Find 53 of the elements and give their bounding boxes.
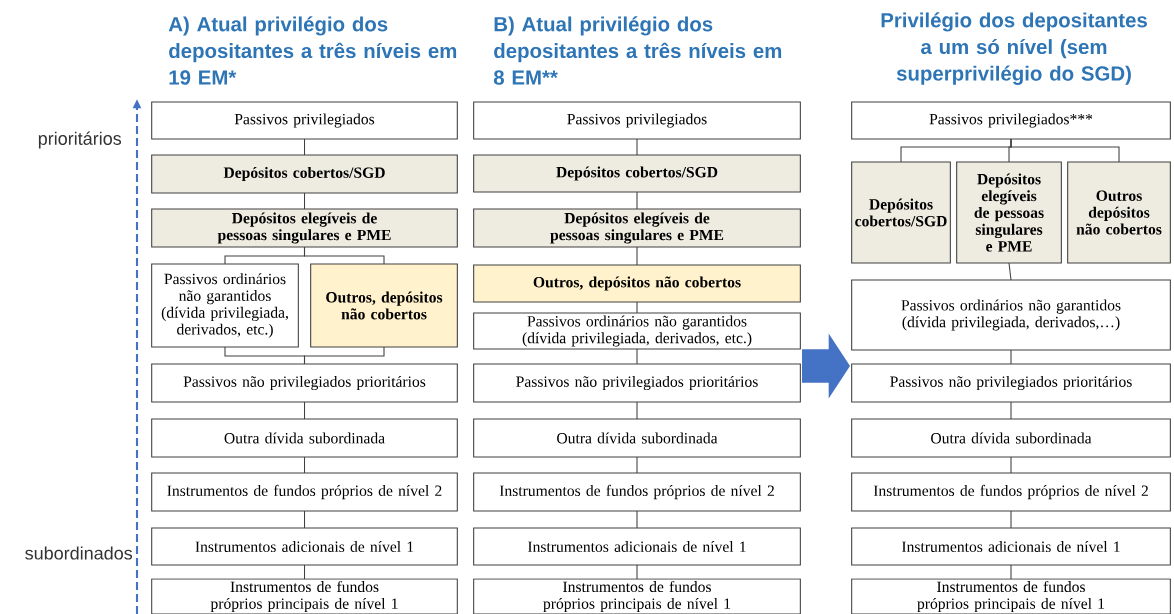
column-heading: Privilégio dos depositantes a um só nível (sem superprivilégio do SGD) xyxy=(881,12,1147,85)
tier-box: Passivos ordinários não garantidos (dívida privilegiada, derivados, etc.) xyxy=(473,312,801,350)
connector-line xyxy=(1010,510,1012,529)
tier-box: Instrumentos adicionais de nível 1 xyxy=(151,527,458,566)
tier-box: Outra dívida subordinada xyxy=(851,418,1171,458)
connector-line xyxy=(1010,138,1120,163)
tier-box: Outros, depósitos não cobertos xyxy=(473,264,801,303)
connector-line xyxy=(636,510,638,529)
connector-line xyxy=(1010,456,1012,474)
tier-box: Instrumentos de fundos próprios principais de nível 1 xyxy=(851,578,1171,614)
tier-box: Instrumentos de fundos próprios principais de nível 1 xyxy=(473,578,801,614)
connector-line xyxy=(636,191,638,210)
connector-line xyxy=(636,301,638,314)
column-heading: A) Atual privilégio dos depositantes a três níveis em 19 EM* xyxy=(168,16,457,85)
tier-box: Passivos privilegiados xyxy=(151,101,458,140)
tier-box: Passivos privilegiados xyxy=(473,101,801,140)
connector-line xyxy=(1008,262,1012,281)
tier-box: Passivos não privilegiados prioritários xyxy=(151,363,458,403)
tier-box: Passivos ordinários não garantidos (dívida privilegiada, derivados,…) xyxy=(851,279,1171,351)
tier-box: Outros depósitos não cobertos xyxy=(1067,161,1171,264)
connector-line xyxy=(1010,564,1012,580)
tier-box: Instrumentos de fundos próprios de nível 2 xyxy=(151,472,458,512)
tier-box: Passivos não privilegiados prioritários xyxy=(851,363,1171,403)
tier-box: Depósitos elegíveis de pessoas singulares e PME xyxy=(473,208,801,248)
connector-line xyxy=(636,138,638,156)
tier-box: Depósitos elegíveis de pessoas singulares e PME xyxy=(151,208,458,248)
tier-box: Depósitos cobertos/SGD xyxy=(851,161,951,264)
tier-box: Instrumentos de fundos próprios de nível 2 xyxy=(473,472,801,512)
tier-box: Outros, depósitos não cobertos xyxy=(310,263,458,348)
connector-line xyxy=(636,456,638,474)
tier-box: Outra dívida subordinada xyxy=(151,418,458,458)
tier-box: Depósitos cobertos/SGD xyxy=(473,154,801,193)
column-heading: B) Atual privilégio dos depositantes a três níveis em 8 EM** xyxy=(493,16,782,85)
axis-label: subordinados xyxy=(25,546,133,560)
tier-box: Outra dívida subordinada xyxy=(473,418,801,458)
tier-box: Instrumentos de fundos próprios de nível 2 xyxy=(851,472,1171,512)
axis-label: prioritários xyxy=(38,131,122,149)
tier-box: Passivos ordinários não garantidos (dívida privilegiada, derivados, etc.) xyxy=(151,263,299,348)
connector-line xyxy=(1010,349,1012,365)
connector-line xyxy=(636,348,638,365)
connector-line xyxy=(1010,401,1012,420)
connector-line xyxy=(636,564,638,580)
tier-box: Depósitos cobertos/SGD xyxy=(151,154,458,194)
tier-box: Depósitos elegíveis de pessoas singulares e PME xyxy=(956,161,1062,264)
tier-box: Instrumentos adicionais de nível 1 xyxy=(851,527,1171,566)
tier-box: Instrumentos de fundos próprios principais de nível 1 xyxy=(151,578,458,614)
connector-line xyxy=(636,401,638,420)
connector-line xyxy=(303,246,385,265)
tier-box: Instrumentos adicionais de nível 1 xyxy=(473,527,801,566)
connector-line xyxy=(636,246,638,266)
connector-line xyxy=(303,346,385,365)
tier-box: Passivos não privilegiados prioritários xyxy=(473,363,801,403)
tier-box: Passivos privilegiados*** xyxy=(851,101,1171,140)
